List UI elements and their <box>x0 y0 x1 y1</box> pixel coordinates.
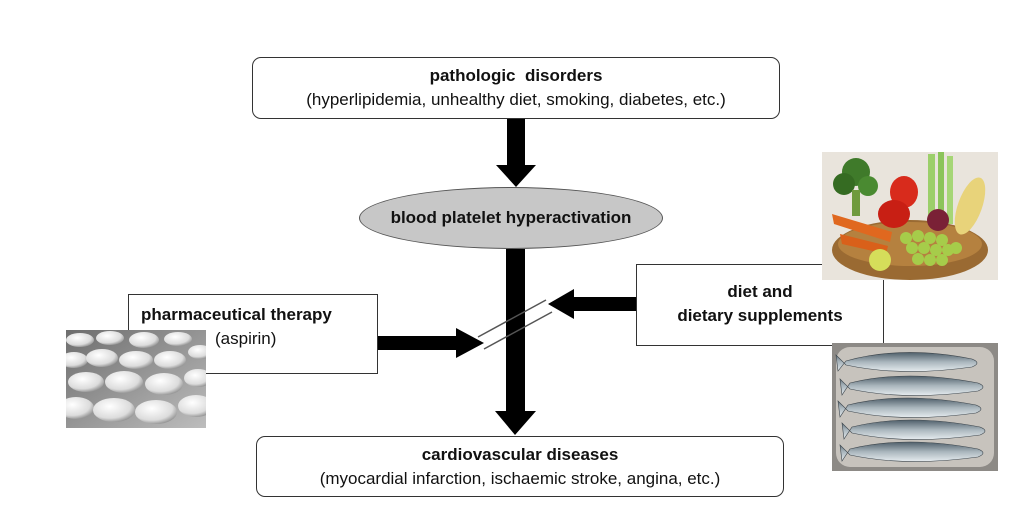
cardiovascular-diseases-examples: (myocardial infarction, ischaemic stroke… <box>319 469 721 488</box>
cardiovascular-diseases-title: cardiovascular diseases <box>421 445 619 464</box>
fish-image <box>832 343 998 471</box>
inhibition-slash-mark <box>477 299 553 350</box>
aspirin-pills-image <box>66 330 206 428</box>
pathologic-disorders-title: pathologic disorders <box>429 66 603 85</box>
platelet-hyperactivation-node: blood platelet hyperactivation <box>359 187 663 249</box>
dietary-supplements-label: dietary supplements <box>677 306 843 325</box>
pharmaceutical-therapy-title: pharmaceutical therapy <box>141 305 332 324</box>
arrow-top-to-center <box>496 119 536 187</box>
diet-label: diet and <box>727 282 793 301</box>
arrow-diet-to-pathway <box>548 289 636 319</box>
cardiovascular-diseases-box: cardiovascular diseases (myocardial infa… <box>256 436 784 497</box>
vegetable-basket-image <box>822 152 998 280</box>
pathologic-disorders-examples: (hyperlipidemia, unhealthy diet, smoking… <box>306 90 726 109</box>
pathologic-disorders-box: pathologic disorders (hyperlipidemia, un… <box>252 57 780 119</box>
pharmaceutical-therapy-example: (aspirin) <box>215 329 277 348</box>
arrow-pharma-to-pathway <box>378 328 484 358</box>
diet-supplements-box: diet and dietary supplements <box>636 264 884 346</box>
platelet-hyperactivation-label: blood platelet hyperactivation <box>390 208 632 227</box>
arrow-center-to-bottom <box>495 249 536 435</box>
